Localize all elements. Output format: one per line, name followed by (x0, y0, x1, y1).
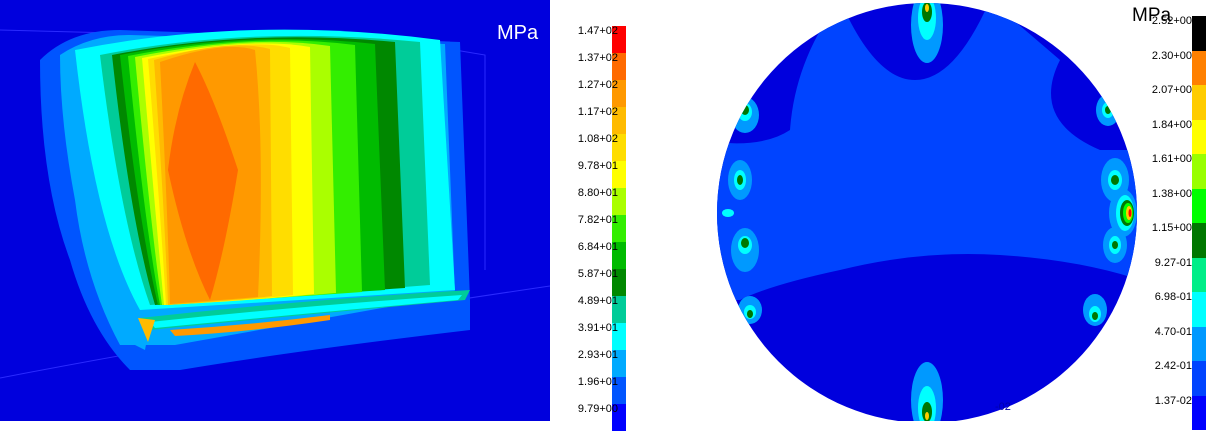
right-color-legend: 2.52+00 2.30+00 2.07+00 1.84+00 1.61+00 1.38+… (1145, 15, 1206, 430)
legend-label: 1.17+02 (577, 106, 618, 118)
legend-swatch (612, 53, 626, 80)
legend-label: 2.93+01 (577, 349, 618, 361)
legend-label: 9.27-01 (1154, 256, 1192, 269)
legend-label: 9.79+00 (577, 403, 618, 415)
left-unit-label: MPa (497, 22, 539, 44)
legend-swatch (612, 350, 626, 377)
legend-swatch (1192, 361, 1206, 396)
legend-label: 1.61+00 (1151, 153, 1192, 165)
legend-label: 1.08+02 (577, 133, 618, 145)
legend-label: 1.15+00 (1151, 222, 1192, 234)
left-color-legend: 1.47+02 1.37+02 1.27+02 1.17+02 1.08+02 9.78+… (552, 25, 636, 431)
legend-label: 7.82+01 (577, 214, 618, 226)
legend-label: 9.78+01 (577, 160, 618, 172)
legend-swatch (1192, 292, 1206, 327)
legend-swatch (1192, 395, 1206, 430)
legend-label: 2.07+00 (1151, 84, 1192, 96)
legend-swatch (1192, 223, 1206, 258)
legend-label: 1.96+01 (577, 376, 618, 388)
legend-swatch (612, 26, 626, 53)
legend-swatch (1192, 257, 1206, 292)
legend-label: 5.87+01 (577, 268, 618, 280)
legend-label: 1.84+00 (1151, 118, 1192, 131)
legend-label: 6.98-01 (1154, 291, 1192, 303)
legend-swatch (612, 134, 626, 161)
legend-swatch (1192, 326, 1206, 361)
legend-label: 1.27+02 (577, 79, 618, 91)
legend-swatch (612, 80, 626, 107)
legend-label: 2.42-01 (1154, 360, 1192, 372)
legend-label: 4.70-01 (1154, 325, 1192, 338)
legend-swatch (1192, 50, 1206, 85)
legend-swatch (612, 161, 626, 188)
legend-label: 4.89+01 (577, 295, 618, 307)
legend-swatch (612, 107, 626, 134)
legend-label: 2.30+00 (1151, 49, 1192, 62)
legend-label: 2.52+00 (1151, 15, 1192, 27)
left-contour-plot (0, 0, 550, 421)
right-contour-plot: -02 (700, 0, 1206, 421)
partial-annotation: -02 (995, 401, 1011, 413)
legend-label: 8.80+01 (577, 187, 618, 199)
legend-swatch (612, 296, 626, 323)
legend-swatch (612, 188, 626, 215)
legend-swatch (612, 323, 626, 350)
legend-label: 1.37+02 (577, 52, 618, 64)
legend-label: 6.84+01 (577, 241, 618, 253)
legend-swatch (612, 269, 626, 296)
right-contour-canvas: -02 (717, 3, 1137, 421)
legend-label: 1.38+00 (1151, 187, 1192, 200)
right-unit-label: MPa (1132, 5, 1172, 26)
legend-label: 1.47+02 (577, 25, 618, 37)
legend-swatch (612, 215, 626, 242)
legend-swatch (1192, 16, 1206, 51)
legend-swatch (1192, 119, 1206, 154)
left-contour-canvas (0, 0, 550, 421)
legend-label: 3.91+01 (577, 322, 618, 334)
legend-swatch (612, 377, 626, 404)
legend-swatch (1192, 154, 1206, 189)
legend-swatch (1192, 85, 1206, 120)
legend-swatch (1192, 188, 1206, 223)
legend-swatch (612, 242, 626, 269)
legend-label: 1.37-02 (1154, 394, 1192, 407)
